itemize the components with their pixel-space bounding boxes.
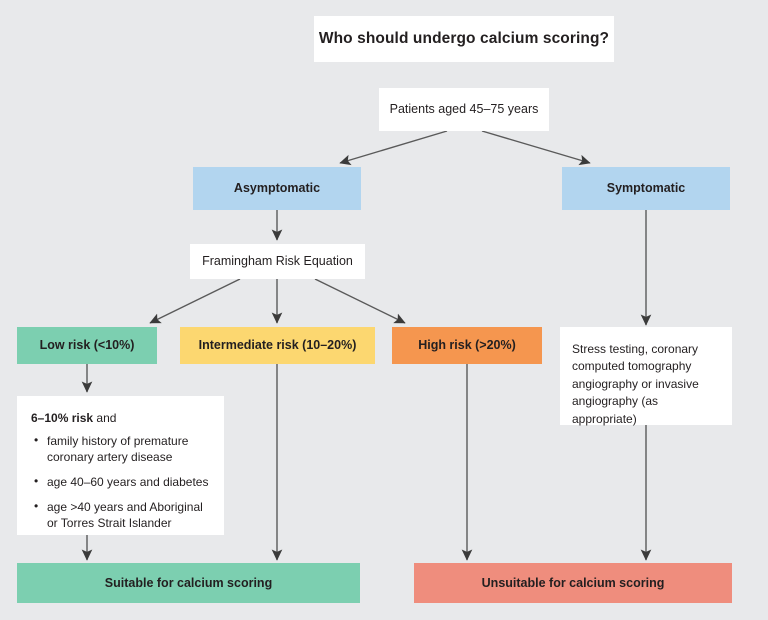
criteria-heading-rest: and (93, 411, 117, 425)
node-high-risk-label: High risk (>20%) (418, 338, 516, 353)
node-unsuitable-for-calcium-scoring: Unsuitable for calcium scoring (414, 563, 732, 603)
criteria-list-item: age 40–60 years and diabetes (34, 474, 210, 491)
node-criteria-box: 6–10% risk and family history of prematu… (17, 396, 224, 535)
node-suitable-label: Suitable for calcium scoring (104, 575, 273, 590)
node-asymptomatic-label: Asymptomatic (233, 181, 321, 196)
criteria-list-item: family history of premature coronary art… (34, 433, 210, 466)
node-framingham-risk-equation: Framingham Risk Equation (190, 244, 365, 279)
node-intermediate-risk: Intermediate risk (10–20%) (180, 327, 375, 364)
node-asymptomatic: Asymptomatic (193, 167, 361, 210)
node-stress-testing: Stress testing, coronary computed tomogr… (560, 327, 732, 426)
node-framingham-risk-equation-label: Framingham Risk Equation (202, 254, 353, 269)
node-suitable-for-calcium-scoring: Suitable for calcium scoring (17, 563, 360, 603)
node-symptomatic: Symptomatic (562, 167, 730, 210)
criteria-heading: 6–10% risk and (31, 410, 210, 426)
node-unsuitable-label: Unsuitable for calcium scoring (481, 575, 665, 590)
node-stress-testing-label: Stress testing, coronary computed tomogr… (572, 342, 699, 426)
criteria-list-item: age >40 years and Aboriginal or Torres S… (34, 499, 210, 532)
node-patients-aged: Patients aged 45–75 years (379, 88, 549, 131)
criteria-heading-bold: 6–10% risk (31, 411, 94, 425)
node-low-risk: Low risk (<10%) (17, 327, 157, 364)
flowchart-title-text: Who should undergo calcium scoring? (318, 29, 610, 47)
node-intermediate-risk-label: Intermediate risk (10–20%) (198, 338, 357, 353)
node-low-risk-label: Low risk (<10%) (39, 338, 135, 353)
flowchart-title-box: Who should undergo calcium scoring? (314, 16, 614, 62)
node-high-risk: High risk (>20%) (392, 327, 542, 364)
node-symptomatic-label: Symptomatic (606, 181, 686, 196)
criteria-list: family history of premature coronary art… (31, 433, 210, 532)
node-patients-aged-label: Patients aged 45–75 years (389, 102, 539, 117)
